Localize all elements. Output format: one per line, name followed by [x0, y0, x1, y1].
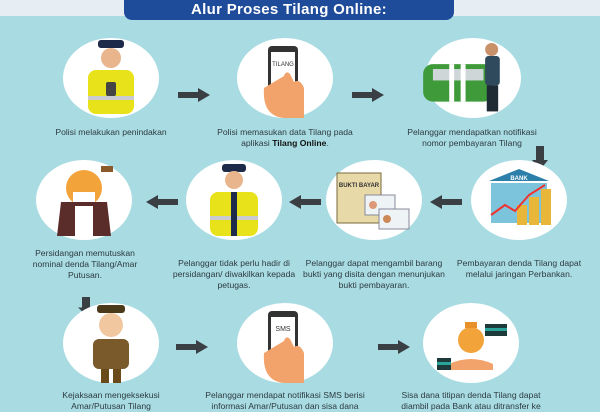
money-bag-icon: [437, 322, 507, 370]
step-4-bank-illustration: BANK: [471, 160, 567, 240]
step-3-car-illustration: [423, 38, 521, 118]
bank-icon: BANK: [489, 169, 551, 225]
receipt-label: BUKTI BAYAR: [339, 183, 380, 189]
arrow-left-icon: [146, 195, 178, 209]
phone-screen-label: SMS: [275, 326, 291, 333]
step-2-text: Polisi memasukan data Tilang pada aplika…: [217, 127, 353, 148]
step-7-caption: Persidangan memutuskan nominal denda Til…: [32, 248, 138, 280]
step-8-caption: Kejaksaan mengeksekusi Amar/Putusan Tila…: [62, 390, 160, 411]
phone-screen-label: TILANG: [272, 62, 294, 68]
step-7-judge-illustration: [36, 160, 132, 240]
arrow-right-icon: [352, 88, 384, 102]
sms-phone-icon: SMS: [263, 311, 304, 383]
arrow-right-icon: [176, 340, 208, 354]
bank-sign: BANK: [510, 176, 528, 182]
step-5-receipt-illustration: BUKTI BAYAR: [326, 160, 422, 240]
step-5-caption: Pelanggar dapat mengambil barang bukti y…: [303, 258, 445, 290]
arrow-left-icon: [289, 195, 321, 209]
step-2-phone-illustration: TILANG: [237, 38, 333, 118]
step-9-sms-illustration: SMS: [237, 303, 333, 383]
step-2-suffix: .: [326, 138, 329, 148]
step-2-bold-text: Tilang Online: [272, 138, 327, 148]
page-title: Alur Proses Tilang Online:: [124, 0, 454, 20]
step-8-prosecutor-illustration: [63, 303, 159, 383]
step-10-caption: Sisa dana titipan denda Tilang dapat dia…: [401, 390, 541, 411]
judge-icon: [57, 166, 113, 236]
arrow-right-icon: [378, 340, 410, 354]
step-6-officer-illustration: [186, 160, 282, 240]
police-officer-icon: [210, 164, 258, 236]
step-10-money-illustration: [423, 303, 519, 383]
prosecutor-icon: [93, 305, 129, 383]
step-6-caption: Pelanggar tidak perlu hadir di persidang…: [172, 258, 296, 290]
arrow-right-icon: [178, 88, 210, 102]
arrow-left-icon: [430, 195, 462, 209]
payment-receipt-icon: BUKTI BAYAR: [336, 172, 410, 230]
step-3-caption: Pelanggar mendapatkan notifikasi nomor p…: [407, 127, 537, 148]
car-and-driver-icon: [423, 42, 500, 112]
smartphone-icon: TILANG: [263, 46, 304, 118]
step-1-caption: Polisi melakukan penindakan: [55, 127, 167, 137]
step-9-caption: Pelanggar mendapat notifikasi SMS berisi…: [205, 390, 365, 411]
step-1-police-illustration: [63, 38, 159, 118]
police-officer-icon: [88, 40, 134, 114]
step-4-caption: Pembayaran denda Tilang dapat melalui ja…: [456, 258, 582, 279]
step-2-caption: Polisi memasukan data Tilang pada aplika…: [210, 127, 360, 149]
